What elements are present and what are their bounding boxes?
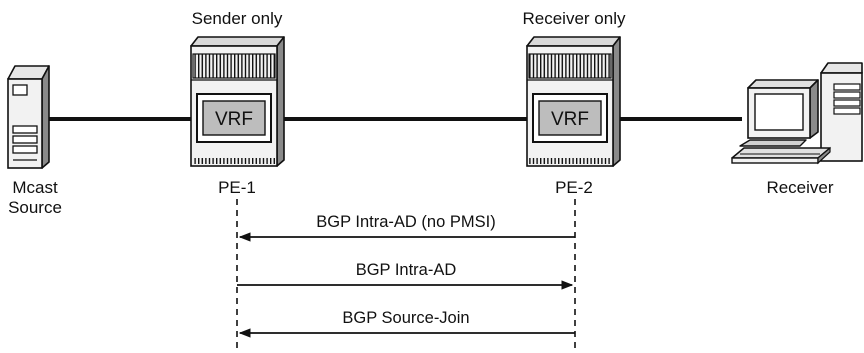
message-3-label: BGP Source-Join: [342, 309, 469, 327]
message-2-label: BGP Intra-AD: [356, 261, 457, 279]
pe1-vrf-label: VRF: [215, 109, 253, 130]
pe2-router-icon: [526, 36, 621, 167]
pe1-router-icon: [190, 36, 285, 167]
receiver-name-label: Receiver: [766, 178, 833, 197]
pe1-role-label: Sender only: [192, 9, 283, 28]
pe2-vrf-label: VRF: [551, 109, 589, 130]
workstation-icon: [731, 62, 863, 165]
server-icon: [7, 65, 50, 169]
source-label-line1: Mcast: [12, 178, 58, 197]
pe1-name-label: PE-1: [218, 178, 256, 197]
pe2-role-label: Receiver only: [523, 9, 626, 28]
source-label-line2: Source: [8, 198, 62, 217]
message-1-label: BGP Intra-AD (no PMSI): [316, 213, 495, 231]
pe2-name-label: PE-2: [555, 178, 593, 197]
